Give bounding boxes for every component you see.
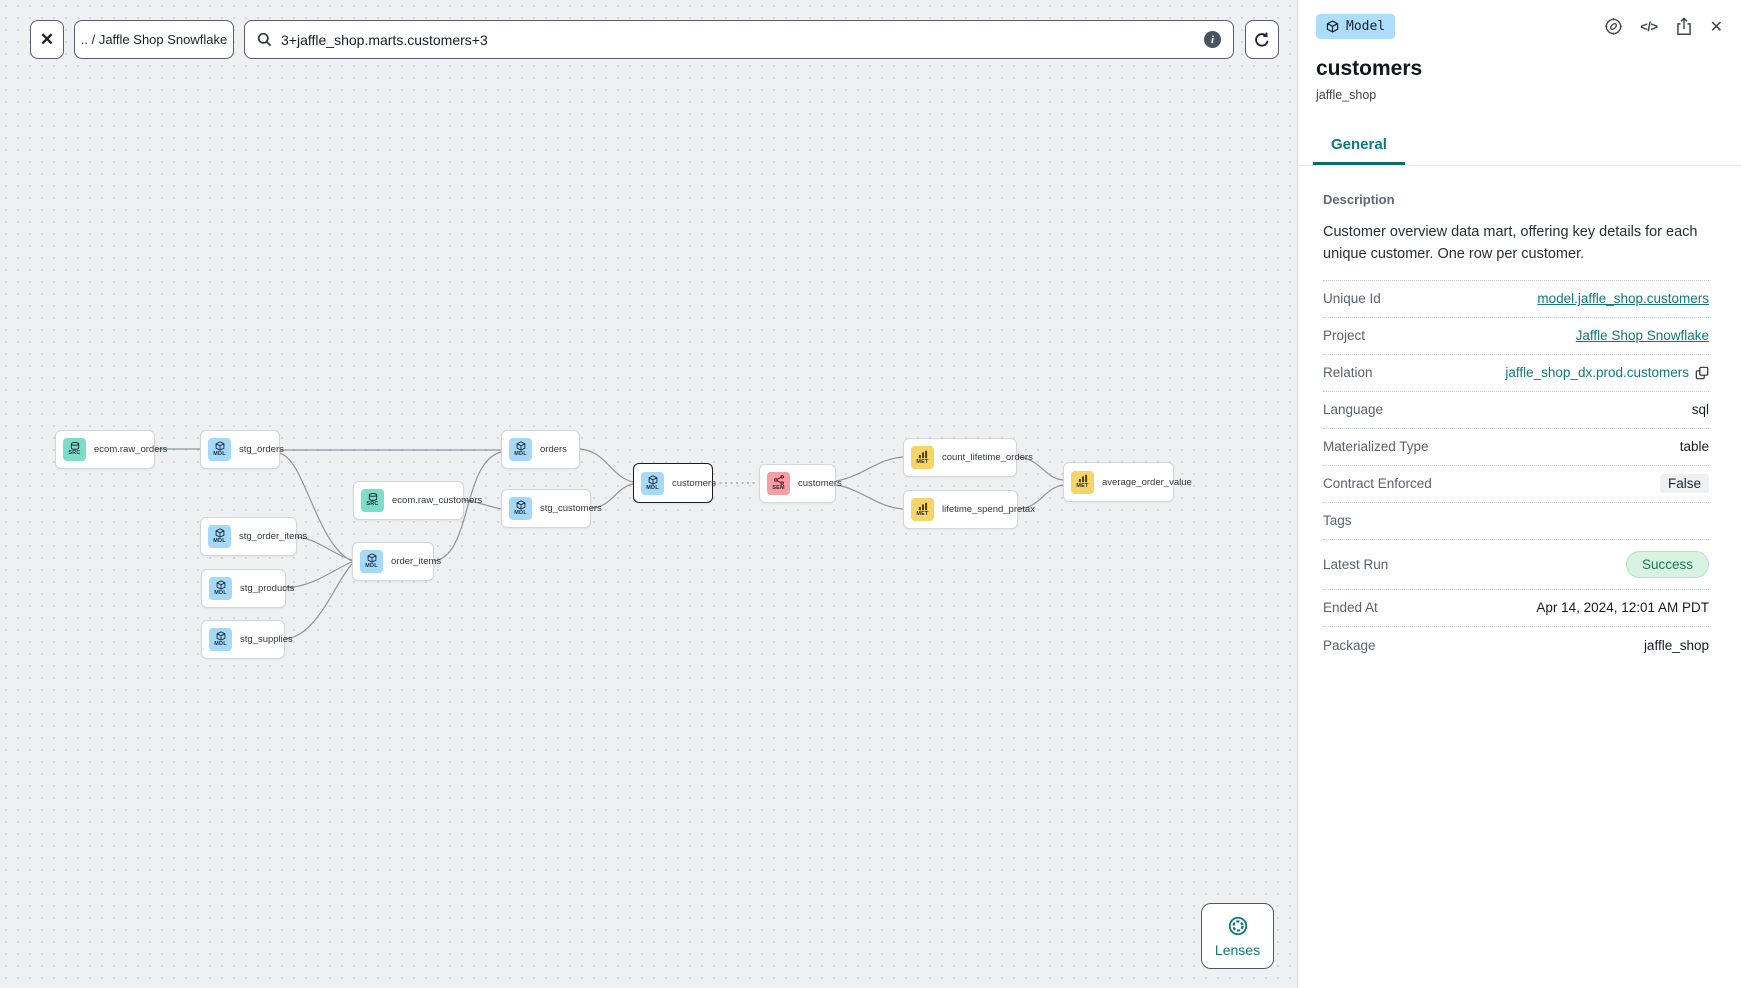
model-icon: MDL <box>509 438 532 461</box>
metric-icon: MET <box>1071 470 1094 494</box>
explore-lineage-icon[interactable] <box>1604 17 1623 36</box>
description-label: Description <box>1323 192 1395 207</box>
meta-row-ended-at: Ended At Apr 14, 2024, 12:01 AM PDT <box>1323 590 1709 627</box>
semantic-model-icon: SEM <box>767 472 790 495</box>
view-code-icon[interactable]: </> <box>1640 19 1658 34</box>
graph-node-order-items[interactable]: MDL order_items <box>352 542 441 581</box>
graph-node-lifetime-spend-pretax[interactable]: MET lifetime_spend_pretax <box>903 490 1035 529</box>
page-title: customers <box>1316 57 1423 80</box>
meta-row-contract-enforced: Contract Enforced False <box>1323 466 1709 503</box>
copy-icon[interactable] <box>1695 366 1709 380</box>
meta-row-unique-id: Unique Id model.jaffle_shop.customers <box>1323 281 1709 318</box>
meta-row-materialized-type: Materialized Type table <box>1323 429 1709 466</box>
model-icon: MDL <box>209 577 232 600</box>
graph-node-stg-customers[interactable]: MDL stg_customers <box>501 489 602 528</box>
package-subtitle: jaffle_shop <box>1316 88 1377 102</box>
metric-icon: MET <box>911 446 934 469</box>
cube-icon <box>1326 20 1339 33</box>
tab-general[interactable]: General <box>1313 126 1405 165</box>
share-icon[interactable] <box>1675 17 1693 36</box>
unique-id-link[interactable]: model.jaffle_shop.customers <box>1537 291 1709 307</box>
model-icon: MDL <box>360 550 383 573</box>
graph-node-stg-products[interactable]: MDL stg_products <box>201 569 294 608</box>
model-icon: MDL <box>208 438 231 461</box>
graph-node-customers-selected[interactable]: MDL customers <box>633 463 716 503</box>
source-icon: SRC <box>361 489 384 512</box>
project-link[interactable]: Jaffle Shop Snowflake <box>1575 328 1709 344</box>
graph-node-customers-semantic[interactable]: SEM customers <box>759 464 842 503</box>
contract-enforced-badge: False <box>1659 474 1709 494</box>
refresh-button[interactable] <box>1245 20 1279 59</box>
graph-node-stg-order-items[interactable]: MDL stg_order_items <box>200 517 307 556</box>
graph-node-average-order-value[interactable]: MET average_order_value <box>1063 462 1192 502</box>
meta-row-latest-run: Latest Run Success <box>1323 540 1709 590</box>
panel-tabs: General <box>1298 126 1741 166</box>
graph-node-ecom-raw-orders[interactable]: SRC ecom.raw_orders <box>55 430 167 469</box>
refresh-icon <box>1253 31 1271 49</box>
graph-node-orders[interactable]: MDL orders <box>501 430 580 469</box>
lens-aperture-icon <box>1227 915 1249 937</box>
meta-row-relation: Relation jaffle_shop_dx.prod.customers <box>1323 355 1709 392</box>
close-lineage-button[interactable]: ✕ <box>30 20 64 59</box>
graph-node-stg-supplies[interactable]: MDL stg_supplies <box>201 620 293 659</box>
description-text: Customer overview data mart, offering ke… <box>1323 221 1709 281</box>
details-panel: Model </> <box>1298 0 1741 988</box>
lineage-canvas[interactable]: ✕ .. / Jaffle Shop Snowflake i <box>0 0 1298 988</box>
graph-node-ecom-raw-customers[interactable]: SRC ecom.raw_customers <box>353 481 482 520</box>
source-icon: SRC <box>63 438 86 461</box>
model-icon: MDL <box>209 628 232 651</box>
meta-row-tags: Tags <box>1323 503 1709 540</box>
graph-node-stg-orders[interactable]: MDL stg_orders <box>200 430 284 469</box>
info-icon[interactable]: i <box>1204 31 1221 48</box>
meta-row-package: Package jaffle_shop <box>1323 637 1709 653</box>
lineage-search: i <box>244 20 1234 59</box>
model-type-badge: Model <box>1316 14 1396 39</box>
model-icon: MDL <box>641 471 664 495</box>
lineage-edges <box>155 448 1064 640</box>
close-panel-icon[interactable]: ✕ <box>1709 18 1723 36</box>
model-icon: MDL <box>509 497 532 520</box>
metric-icon: MET <box>911 498 934 521</box>
meta-row-language: Language sql <box>1323 392 1709 429</box>
search-input[interactable] <box>281 31 1195 48</box>
meta-row-project: Project Jaffle Shop Snowflake <box>1323 318 1709 355</box>
graph-node-count-lifetime-orders[interactable]: MET count_lifetime_orders <box>903 438 1033 477</box>
breadcrumb[interactable]: .. / Jaffle Shop Snowflake <box>74 20 234 59</box>
lenses-button[interactable]: Lenses <box>1201 903 1274 969</box>
status-badge[interactable]: Success <box>1625 550 1709 578</box>
search-icon <box>257 32 272 47</box>
model-icon: MDL <box>208 525 231 548</box>
